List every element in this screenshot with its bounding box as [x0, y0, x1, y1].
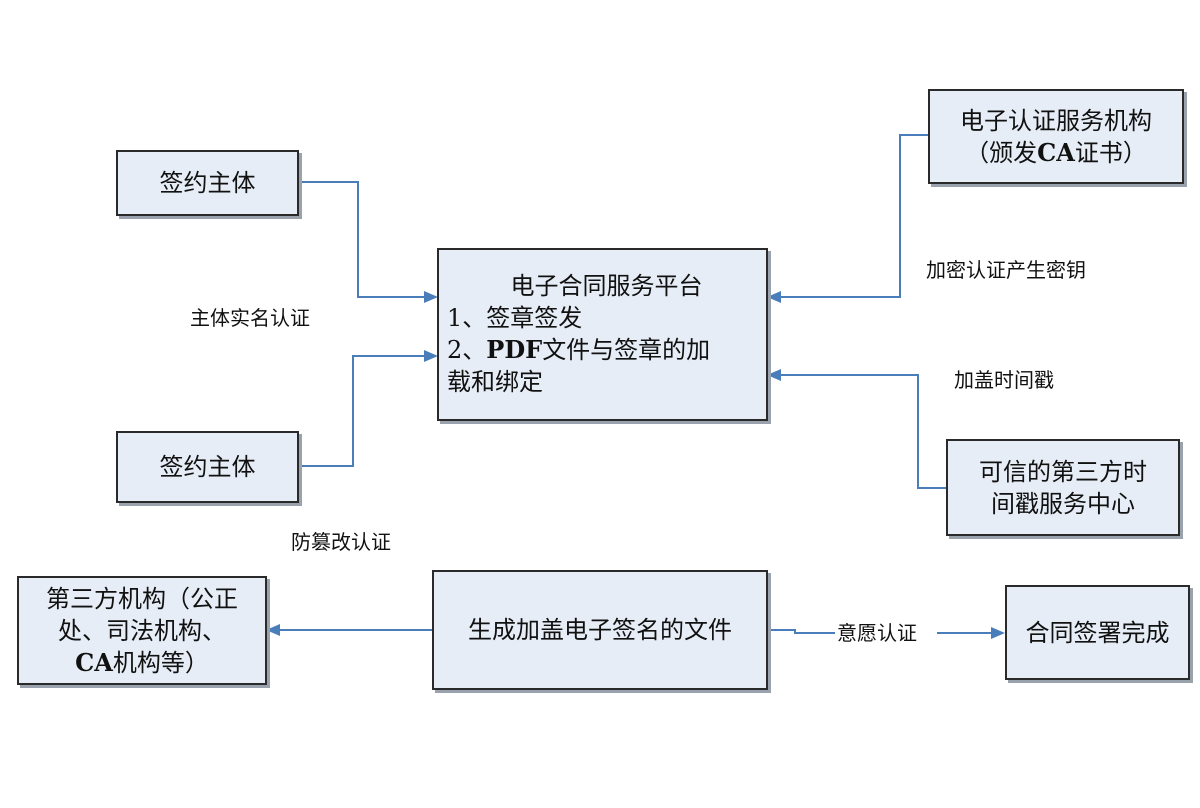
- timestamp-center-line-2: 间戳服务中心: [991, 489, 1135, 518]
- edge-timestamp-to-platform: [779, 374, 946, 489]
- signing-party-b-label: 签约主体: [159, 453, 256, 481]
- ca-authority-box: 电子认证服务机构 （颁发CA证书）: [928, 89, 1184, 184]
- third-party-line-1: 第三方机构（公正: [46, 584, 238, 613]
- arrowhead-contract-done: [991, 627, 1005, 639]
- label-key-generation: 加密认证产生密钥: [926, 258, 1086, 282]
- signing-party-a-box: 签约主体: [116, 150, 299, 216]
- platform-item-1: 1、签章签发: [447, 304, 583, 332]
- edge-file-to-contract-done: [767, 629, 835, 634]
- third-party-line-2: 处、司法机构、: [58, 616, 226, 645]
- third-party-line-3: CA机构等）: [75, 647, 209, 677]
- arrowhead-third-party: [266, 624, 280, 636]
- signing-party-a-label: 签约主体: [159, 169, 256, 197]
- platform-title: 电子合同服务平台: [510, 272, 703, 300]
- label-real-name-auth: 主体实名认证: [190, 306, 310, 330]
- label-tamper-proof: 防篡改认证: [291, 530, 391, 554]
- timestamp-center-box: 可信的第三方时 间戳服务中心: [946, 439, 1180, 536]
- platform-item-2-continued: 载和绑定: [447, 368, 543, 396]
- platform-box: 电子合同服务平台 1、签章签发 2、PDF文件与签章的加 载和绑定: [437, 248, 768, 421]
- timestamp-center-line-1: 可信的第三方时: [979, 457, 1147, 486]
- contract-done-label: 合同签署完成: [1025, 618, 1170, 647]
- signed-file-box: 生成加盖电子签名的文件: [432, 570, 768, 690]
- contract-done-box: 合同签署完成: [1005, 585, 1190, 680]
- label-timestamp: 加盖时间戳: [954, 368, 1054, 392]
- third-party-box: 第三方机构（公正 处、司法机构、 CA机构等）: [17, 576, 267, 685]
- edge-party-b-to-platform: [299, 355, 426, 467]
- label-intent-auth: 意愿认证: [837, 621, 917, 645]
- ca-authority-title: 电子认证服务机构: [960, 106, 1152, 135]
- signed-file-label: 生成加盖电子签名的文件: [468, 616, 732, 644]
- arrowhead-platform-right-top: [767, 291, 781, 303]
- platform-item-2: 2、PDF文件与签章的加: [447, 335, 711, 364]
- arrowhead-platform-left-top: [424, 291, 438, 303]
- edge-ca-to-platform: [779, 134, 928, 298]
- ca-authority-subtitle: （颁发CA证书）: [965, 137, 1147, 167]
- edge-party-a-to-platform: [299, 181, 426, 298]
- signing-party-b-box: 签约主体: [116, 431, 299, 503]
- arrowhead-platform-left-bottom: [424, 350, 438, 362]
- arrowhead-platform-right-bottom: [767, 369, 781, 381]
